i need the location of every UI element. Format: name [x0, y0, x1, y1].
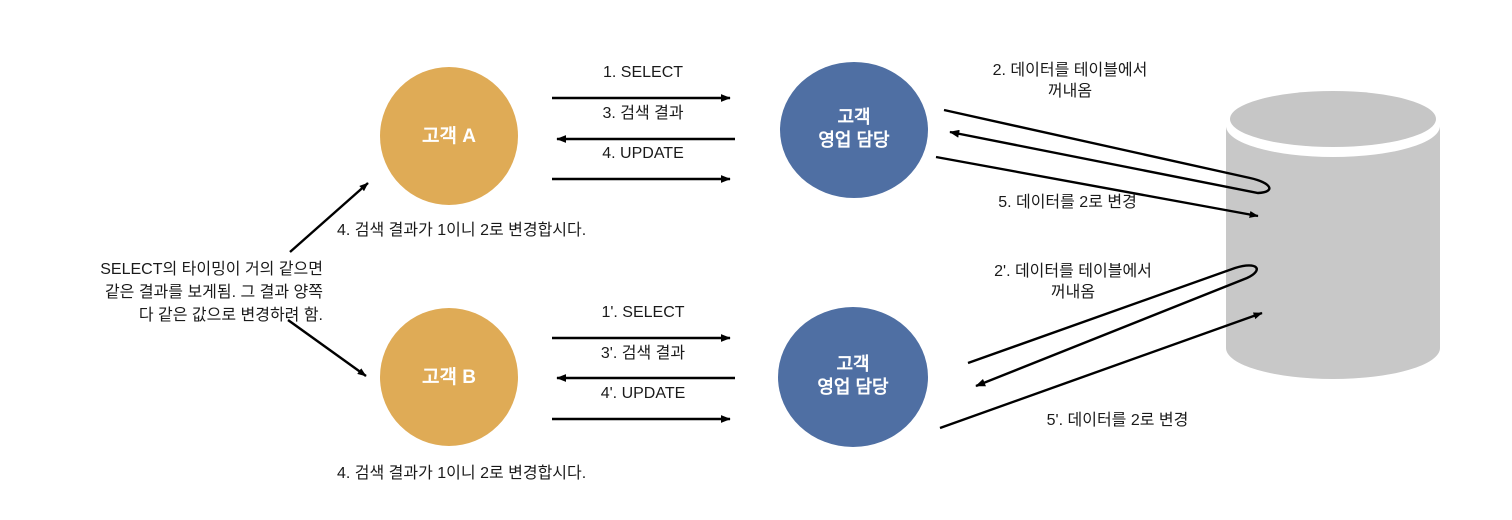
customer-a-circle[interactable]: [380, 67, 518, 205]
caption-top: 4. 검색 결과가 1이니 2로 변경합시다.: [337, 222, 587, 239]
label-bottom-result: 3'. 검색 결과: [600, 345, 686, 362]
arrow-bottom-fetch: [967, 264, 1258, 388]
arrow-bottom-write: [939, 311, 1263, 430]
caption-bottom: 4. 검색 결과가 1이니 2로 변경합시다.: [337, 465, 587, 482]
timing-note: SELECT의 타이밍이 거의 같으면 같은 결과를 보게됨. 그 결과 양쪽 …: [100, 261, 323, 325]
sales-rep-bottom-circle[interactable]: [778, 307, 928, 447]
database-cylinder: [1226, 91, 1440, 379]
label-top-fetch: 2. 데이터를 테이블에서 꺼내옴: [992, 62, 1148, 100]
label-bottom-update: 4'. UPDATE: [600, 385, 686, 402]
arrow-note-to-customer-b: [287, 319, 367, 377]
arrow-note-to-customer-a: [289, 182, 369, 253]
label-top-select: 1. SELECT: [602, 64, 684, 81]
arrow-top-write: [935, 155, 1259, 218]
label-top-write: 5. 데이터를 2로 변경: [998, 194, 1137, 211]
label-bottom-fetch: 2'. 데이터를 테이블에서 꺼내옴: [994, 263, 1152, 301]
label-top-update: 4. UPDATE: [602, 145, 684, 162]
label-top-result: 3. 검색 결과: [602, 105, 684, 122]
arrow-top-fetch: [943, 108, 1271, 195]
label-bottom-write: 5'. 데이터를 2로 변경: [1046, 412, 1189, 429]
label-bottom-select: 1'. SELECT: [601, 304, 685, 321]
customer-b-circle[interactable]: [380, 308, 518, 446]
sales-rep-top-circle[interactable]: [780, 62, 928, 198]
